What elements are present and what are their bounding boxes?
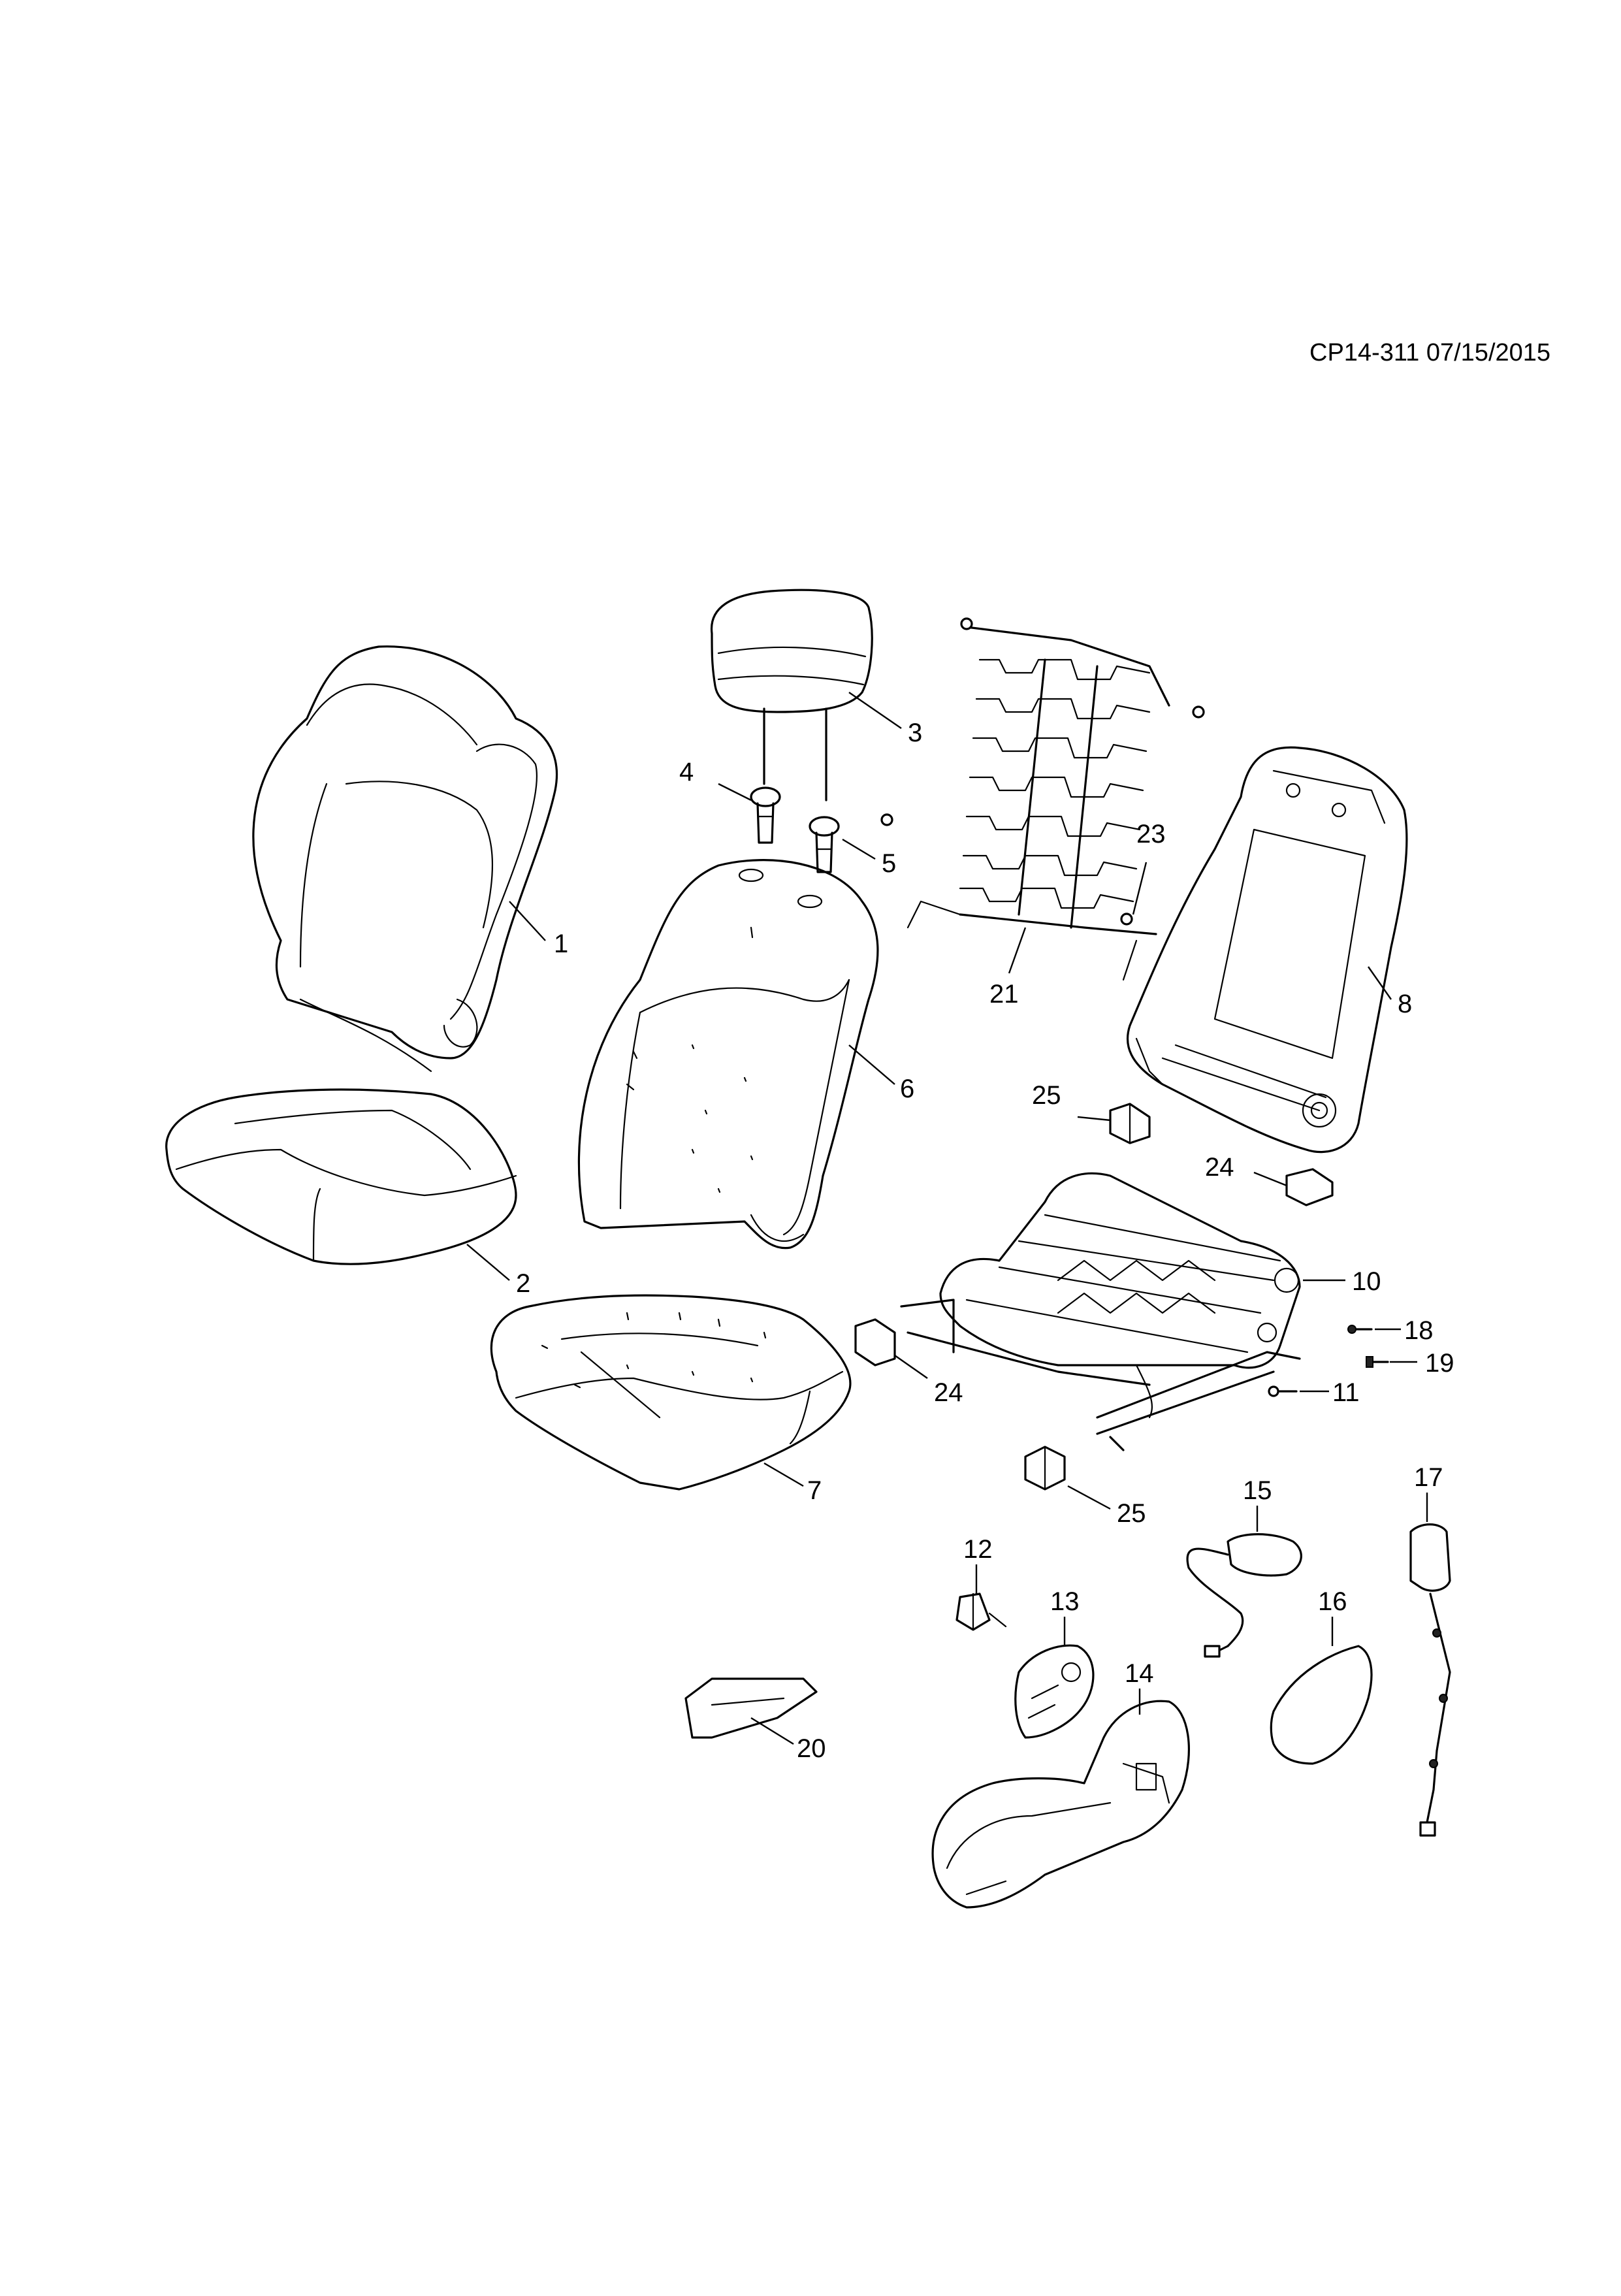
- part-cushion-cover[interactable]: [165, 1088, 517, 1265]
- leader-6: [848, 1044, 895, 1085]
- part-adjust-knob[interactable]: [955, 1593, 1007, 1631]
- callout-16: 16: [1318, 1587, 1347, 1616]
- callout-5: 5: [882, 849, 896, 878]
- callout-25b: 25: [1117, 1499, 1146, 1528]
- callout-17: 17: [1414, 1463, 1443, 1492]
- callout-25a: 25: [1032, 1081, 1061, 1110]
- callout-7: 7: [807, 1476, 822, 1505]
- part-headrest-guide-4[interactable]: [750, 786, 781, 844]
- part-seat-cushion-pad[interactable]: [490, 1294, 852, 1491]
- callout-11: 11: [1332, 1378, 1360, 1407]
- leader-4: [718, 783, 752, 801]
- callout-10: 10: [1352, 1267, 1381, 1296]
- part-side-shield[interactable]: [931, 1700, 1190, 1909]
- callout-2: 2: [516, 1269, 530, 1298]
- callout-23: 23: [1136, 820, 1166, 849]
- callout-13: 13: [1050, 1587, 1080, 1616]
- leader-3: [848, 692, 902, 729]
- leader-21: [1008, 927, 1027, 974]
- part-headrest[interactable]: [710, 589, 873, 801]
- part-seat-cushion-frame[interactable]: [900, 1172, 1301, 1451]
- callout-8: 8: [1398, 990, 1412, 1018]
- callout-1: 1: [554, 930, 568, 958]
- callout-6: 6: [900, 1075, 914, 1103]
- callout-12: 12: [963, 1535, 993, 1564]
- drawing-reference: CP14-311 07/15/2015: [1309, 339, 1550, 366]
- leader-24b: [894, 1355, 928, 1379]
- part-back-spring-mat[interactable]: [907, 626, 1170, 981]
- callout-14: 14: [1125, 1659, 1154, 1688]
- part-seat-back-cover[interactable]: [252, 645, 558, 1073]
- part-bolt-18[interactable]: [1347, 1325, 1373, 1334]
- callout-4: 4: [679, 758, 694, 786]
- part-clip-25-lower[interactable]: [1024, 1446, 1066, 1491]
- leader-25b: [1067, 1485, 1111, 1510]
- callout-20: 20: [797, 1734, 826, 1763]
- callout-18: 18: [1404, 1316, 1434, 1345]
- part-headrest-guide-5[interactable]: [809, 816, 840, 873]
- callout-21: 21: [989, 980, 1019, 1009]
- part-bolt-11[interactable]: [1268, 1385, 1298, 1397]
- part-bolt-19[interactable]: [1366, 1356, 1389, 1368]
- leader-1: [509, 901, 546, 941]
- leader-5: [842, 838, 876, 860]
- leader-8: [1368, 966, 1392, 1000]
- part-trim-cover[interactable]: [1270, 1645, 1373, 1765]
- callout-24a: 24: [1205, 1153, 1234, 1182]
- leader-7: [763, 1462, 804, 1487]
- part-cover-24-upper[interactable]: [1285, 1168, 1334, 1206]
- part-spring-clip[interactable]: [880, 617, 1205, 926]
- part-seat-belt-buckle[interactable]: [1409, 1523, 1451, 1837]
- part-seat-back-frame[interactable]: [1126, 746, 1408, 1154]
- part-small-trim[interactable]: [684, 1677, 818, 1739]
- part-sensor-module[interactable]: [1186, 1533, 1302, 1658]
- callout-19: 19: [1425, 1349, 1454, 1378]
- leader-23: [1132, 862, 1148, 915]
- part-cover-24-lower[interactable]: [854, 1318, 896, 1366]
- part-seat-back-pad[interactable]: [577, 859, 879, 1250]
- leader-25a: [1077, 1116, 1111, 1122]
- callout-15: 15: [1243, 1476, 1272, 1505]
- leader-20: [750, 1717, 794, 1745]
- leader-24a: [1253, 1171, 1287, 1187]
- part-clip-25-upper[interactable]: [1109, 1103, 1151, 1144]
- callout-3: 3: [908, 719, 922, 747]
- callout-24b: 24: [934, 1378, 963, 1407]
- leader-2: [466, 1244, 510, 1281]
- part-recliner-trim[interactable]: [1014, 1644, 1095, 1739]
